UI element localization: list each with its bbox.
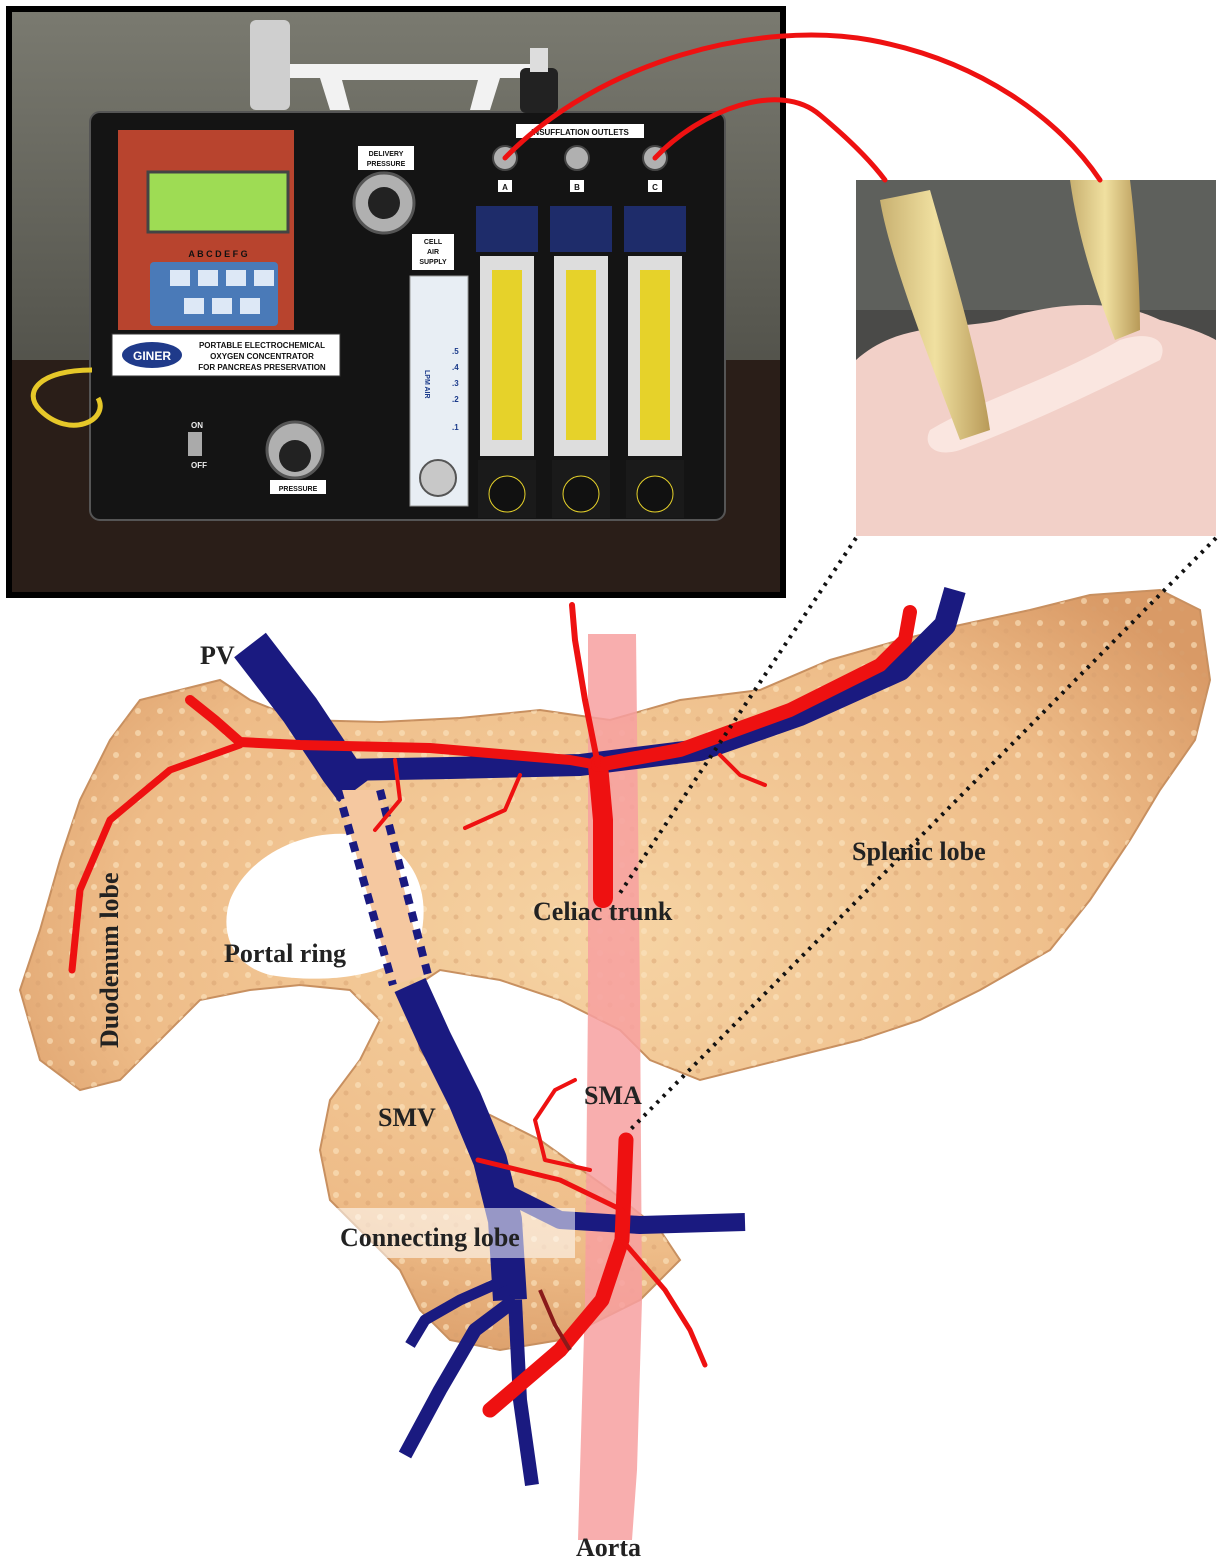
portal-ring-label: Portal ring xyxy=(224,939,346,968)
power-switch[interactable] xyxy=(188,432,202,456)
device-description-1: PORTABLE ELECTROCHEMICAL xyxy=(199,341,325,350)
aorta-label: Aorta xyxy=(576,1533,641,1561)
cannulation-inset-photo xyxy=(856,180,1216,536)
svg-text:.4: .4 xyxy=(452,363,459,372)
smv-label: SMV xyxy=(378,1103,436,1132)
insufflation-outlets-label: INSUFFLATION OUTLETS xyxy=(531,128,629,137)
connecting-lobe-label: Connecting lobe xyxy=(340,1223,520,1252)
cell-air-label-3: SUPPLY xyxy=(419,259,447,266)
pv-label: PV xyxy=(200,641,235,670)
pressure-knob[interactable] xyxy=(279,440,311,472)
svg-text:.1: .1 xyxy=(452,423,459,432)
svg-text:.2: .2 xyxy=(452,395,459,404)
celiac-trunk-label: Celiac trunk xyxy=(533,897,673,926)
sma-label: SMA xyxy=(584,1081,642,1110)
svg-text:B: B xyxy=(574,183,580,192)
flowmeter-unit: LPM AIR xyxy=(423,370,430,399)
device-description-3: FOR PANCREAS PRESERVATION xyxy=(198,363,326,372)
delivery-label-1: DELIVERY xyxy=(369,151,404,158)
delivery-pressure-knob[interactable] xyxy=(368,187,400,219)
celiac-trunk-artery xyxy=(598,765,603,898)
duodenum-lobe-label: Duodenum lobe xyxy=(95,872,124,1048)
pressure-label: PRESSURE xyxy=(279,486,318,493)
keypad-letters: A B C D E F G xyxy=(188,249,247,259)
switch-off-label: OFF xyxy=(191,461,207,470)
cell-air-label-2: AIR xyxy=(427,249,439,256)
device-description-2: OXYGEN CONCENTRATOR xyxy=(210,352,314,361)
cell-air-label-1: CELL xyxy=(424,239,443,246)
splenic-lobe-label: Splenic lobe xyxy=(852,837,986,866)
delivery-label-2: PRESSURE xyxy=(367,161,406,168)
oxygen-concentrator-photo: A B C D E F G GINER PORTABLE ELECTROCHEM… xyxy=(6,6,786,598)
svg-text:C: C xyxy=(652,183,658,192)
switch-on-label: ON xyxy=(191,421,203,430)
svg-text:A: A xyxy=(502,183,508,192)
svg-text:.5: .5 xyxy=(452,347,459,356)
svg-text:.3: .3 xyxy=(452,379,459,388)
giner-logo: GINER xyxy=(133,349,171,363)
